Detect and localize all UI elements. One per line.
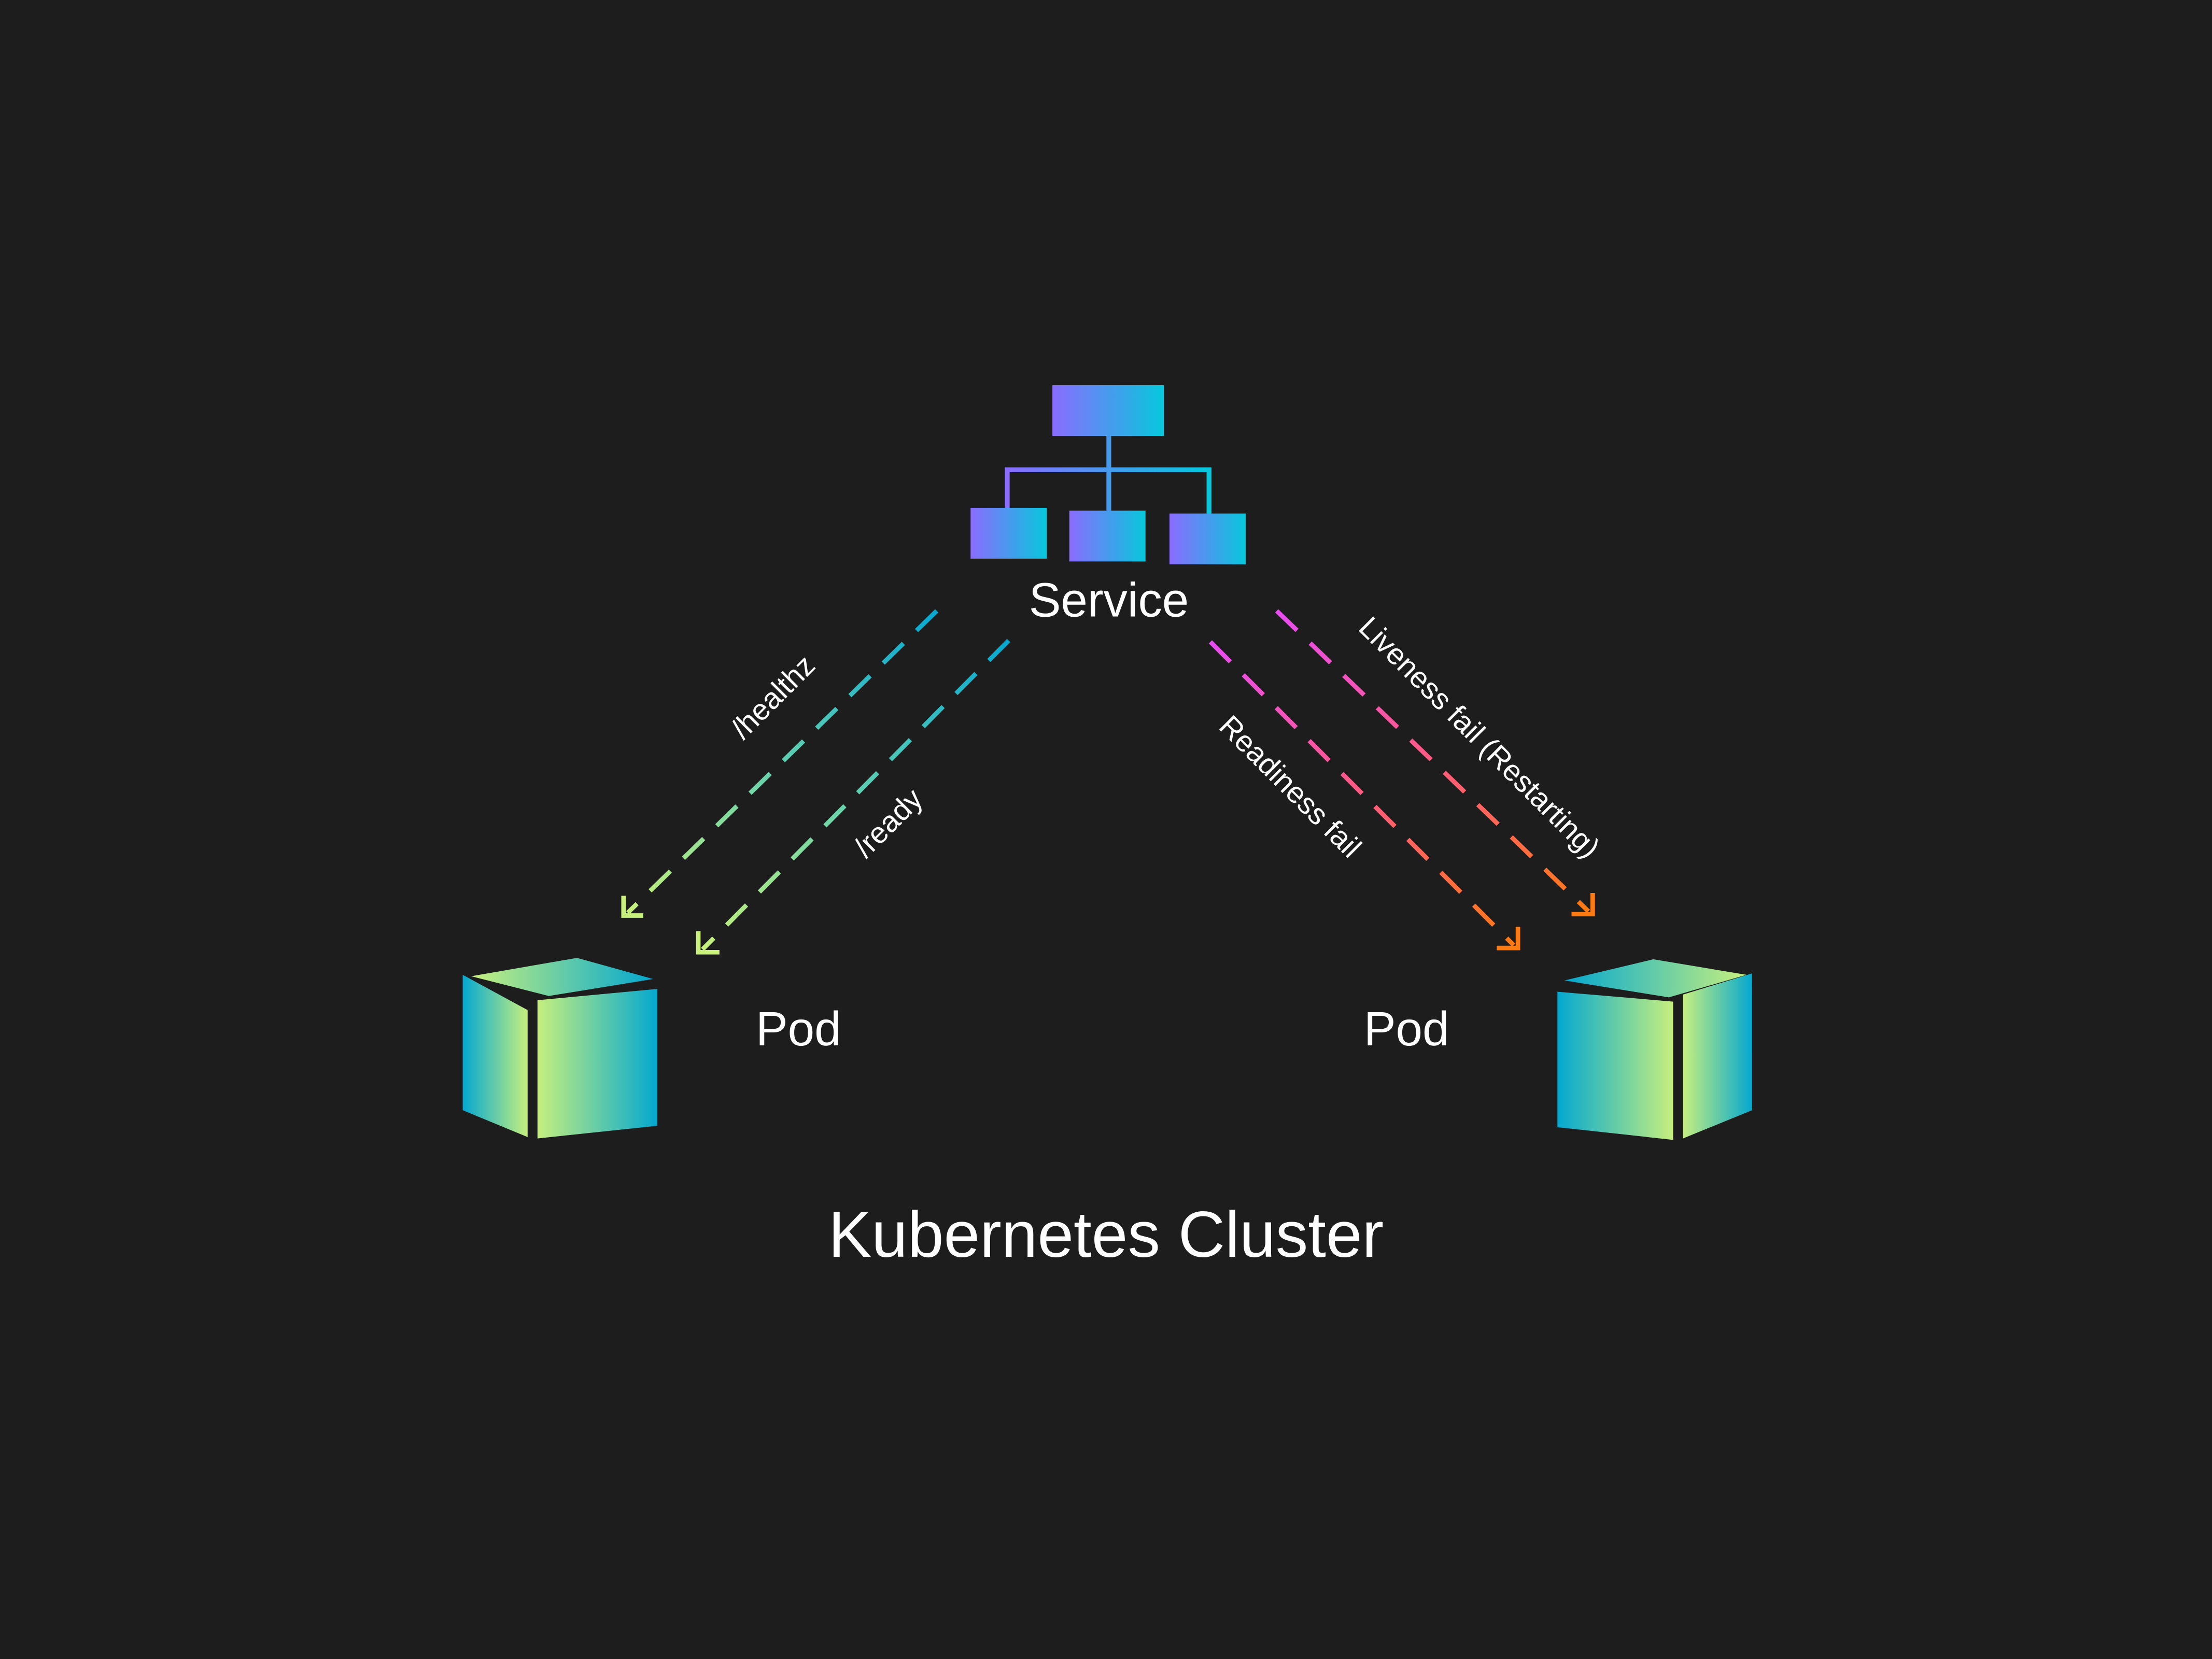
pod-left-label: Pod — [756, 1002, 841, 1056]
arrow-head-icon — [621, 896, 643, 918]
edge-liveness-fail-line — [1275, 609, 1590, 913]
hierarchy-icon — [970, 385, 1246, 564]
cube-icon — [462, 958, 658, 1139]
service-node[interactable]: Service — [970, 385, 1246, 627]
arrow-head-icon — [1571, 892, 1595, 917]
service-label: Service — [1029, 573, 1189, 627]
arrow-head-icon — [696, 931, 720, 955]
arrow-head-icon — [1497, 927, 1520, 951]
edge-ready-line — [701, 639, 1010, 951]
pod-right-label: Pod — [1364, 1002, 1449, 1056]
cube-icon — [1557, 959, 1752, 1140]
pod-left-node[interactable]: Pod — [462, 958, 841, 1139]
edge-healthz-line — [626, 609, 938, 915]
edge-readiness-fail-line — [1208, 640, 1516, 947]
pod-right-node[interactable]: Pod — [1364, 959, 1752, 1140]
cluster-title: Kubernetes Cluster — [828, 1198, 1384, 1271]
